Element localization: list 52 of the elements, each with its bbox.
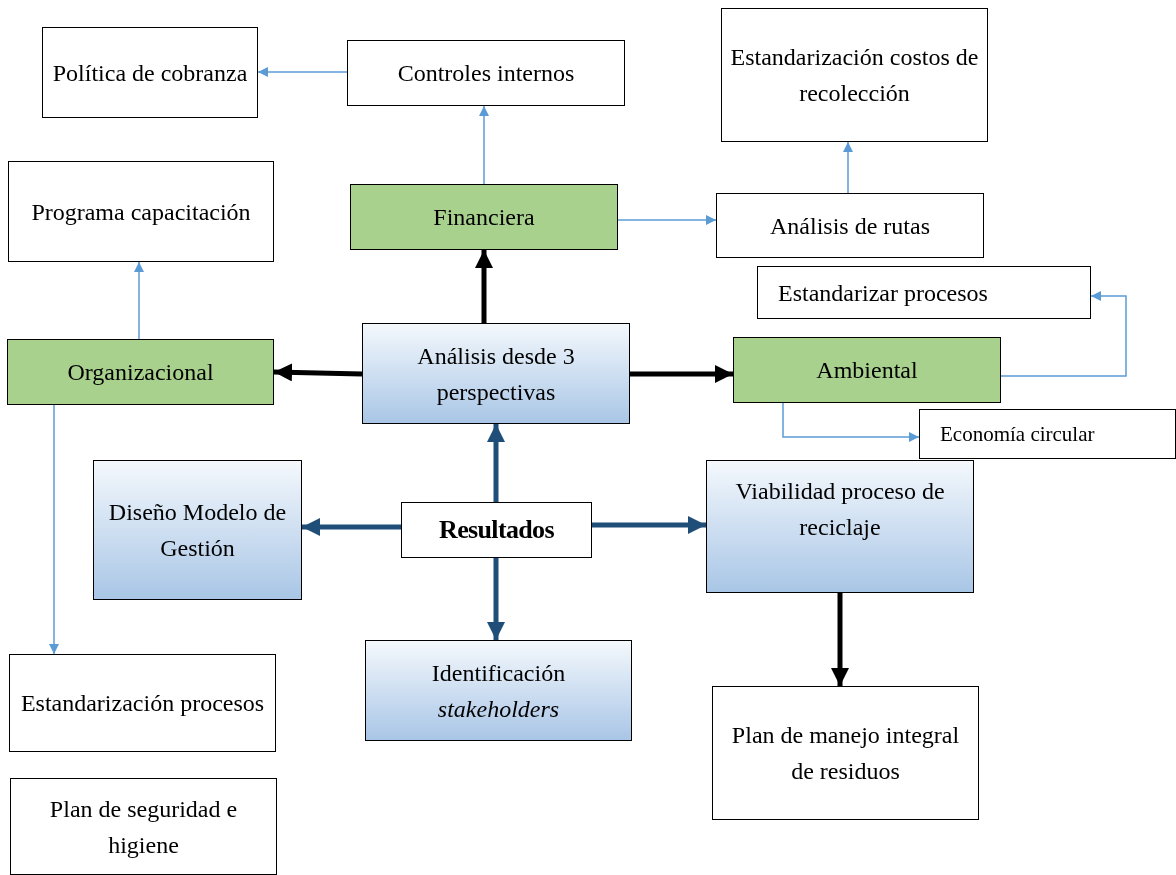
box-label: Estandarizar procesos [778,278,988,308]
box-label: Estandarización costos de recolección [730,43,979,108]
arrow [630,365,733,383]
arrow [592,516,706,534]
text-box [9,654,276,752]
box-label: Organizacional [67,358,214,387]
text-box [8,161,274,262]
box-label: Controles internos [397,59,575,88]
result-box [93,460,302,600]
arrow [782,402,920,442]
result-box [365,640,632,741]
box-label: Plan de seguridad e higiene [48,794,239,860]
box-label: Identificación stakeholders [430,658,567,724]
box-label: Viabilidad proceso de reciclaje [734,477,946,542]
box-label: Ambiental [816,356,918,385]
arrow [843,141,853,194]
arrow [257,67,348,77]
category-box [350,184,618,250]
box-label: Diseño Modelo de Gestión [107,498,288,563]
text-box [919,409,1176,459]
arrow [134,261,144,340]
box-label: Plan de manejo integral de residuos [730,721,961,786]
arrow [49,404,59,655]
box-label: Análisis de rutas [770,211,930,241]
box-label: Programa capacitación [31,197,251,227]
arrow [479,105,489,185]
category-box [733,337,1001,403]
result-box [362,323,630,424]
arrow [487,558,505,640]
arrow [273,363,363,382]
center-box [401,502,592,558]
box-label: Economía circular [940,420,1095,448]
text-box [721,8,988,142]
text-box [716,193,984,258]
text-box [10,778,277,875]
box-label: Financiera [433,203,535,232]
text-box [347,40,625,106]
text-box [712,686,979,820]
arrow [831,593,849,686]
result-box [706,460,974,593]
arrow [1000,291,1127,377]
arrow [302,518,401,536]
arrow [617,215,717,225]
arrow [475,250,493,323]
category-box [7,339,274,405]
text-box [42,27,258,118]
box-label: Resultados [439,513,554,546]
text-box [757,266,1091,319]
box-label: Política de cobranza [52,58,248,88]
box-label: Estandarización procesos [20,689,265,718]
box-label: Análisis desde 3 perspectivas [416,341,576,407]
arrow [487,424,505,502]
